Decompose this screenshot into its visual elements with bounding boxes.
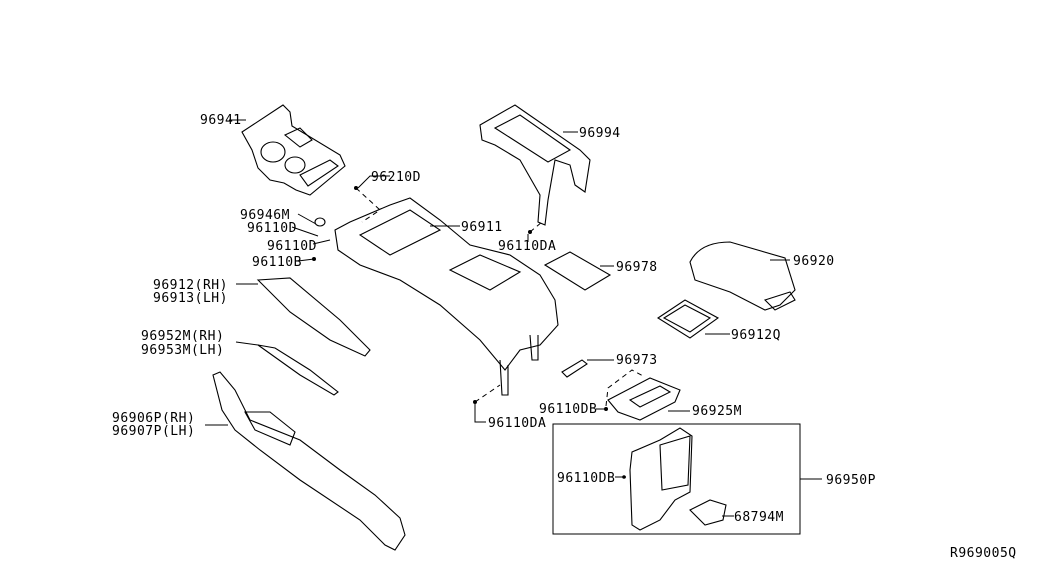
- leader-96110B: [297, 258, 315, 262]
- part-96941-shift-finisher: [241, 104, 346, 196]
- label-96110DB-a: 96110DB: [539, 402, 597, 417]
- label-96906P-rh: 96906P(RH): [112, 411, 195, 426]
- part-68794M-vent: [689, 499, 727, 526]
- label-68794M: 68794M: [734, 510, 784, 525]
- label-96110D-b: 96110D: [267, 239, 317, 254]
- label-96973: 96973: [616, 353, 658, 368]
- leader-96952M: [235, 341, 259, 346]
- label-96907P-lh: 96907P(LH): [112, 424, 195, 439]
- label-96920: 96920: [793, 254, 835, 269]
- label-96953M-lh: 96953M(LH): [141, 343, 224, 358]
- part-96911-console-body: [334, 197, 559, 396]
- part-96950P-rear-finisher: [629, 427, 693, 531]
- label-96941: 96941: [200, 113, 242, 128]
- leader-96110DA-b: [474, 404, 486, 423]
- leader-96210D: [357, 175, 390, 189]
- part-96912Q-tray: [656, 299, 720, 339]
- part-96925M-finisher: [607, 377, 681, 421]
- label-96950P: 96950P: [826, 473, 876, 488]
- label-96110B: 96110B: [252, 255, 302, 270]
- label-96978: 96978: [616, 260, 658, 275]
- dashed-leader-96110DB-a: [605, 369, 646, 407]
- part-96920-armrest-lid: [689, 241, 796, 311]
- label-96946M: 96946M: [240, 208, 290, 223]
- part-96994-bracket: [479, 104, 591, 226]
- label-96110DA-a: 96110DA: [498, 239, 556, 254]
- label-96911: 96911: [461, 220, 503, 235]
- leader-96110D-b: [312, 239, 331, 245]
- part-96952M-strip: [257, 344, 339, 396]
- part-96906P-side-panel: [212, 371, 406, 551]
- dashed-leader-96110DA-a: [529, 221, 543, 233]
- leader-96946M: [297, 213, 317, 225]
- label-96994: 96994: [579, 126, 621, 141]
- leader-96110D-a: [291, 226, 319, 237]
- label-96925M: 96925M: [692, 404, 742, 419]
- label-96110D-a: 96110D: [247, 221, 297, 236]
- part-96973: [561, 359, 588, 378]
- label-96210D: 96210D: [371, 170, 421, 185]
- dashed-leader-96210D: [355, 187, 381, 223]
- label-96913-lh: 96913(LH): [153, 291, 228, 306]
- label-96912-rh: 96912(RH): [153, 278, 228, 293]
- dashed-leader-96110DA-b: [474, 384, 501, 403]
- label-96952M-rh: 96952M(RH): [141, 329, 224, 344]
- part-96978-pad: [543, 251, 612, 291]
- label-96110DA-b: 96110DA: [488, 416, 546, 431]
- label-96110DB-b: 96110DB: [557, 471, 615, 486]
- diagram-code: R969005Q: [950, 546, 1017, 561]
- part-96912-side-finisher: [256, 277, 371, 357]
- label-96912Q: 96912Q: [731, 328, 781, 343]
